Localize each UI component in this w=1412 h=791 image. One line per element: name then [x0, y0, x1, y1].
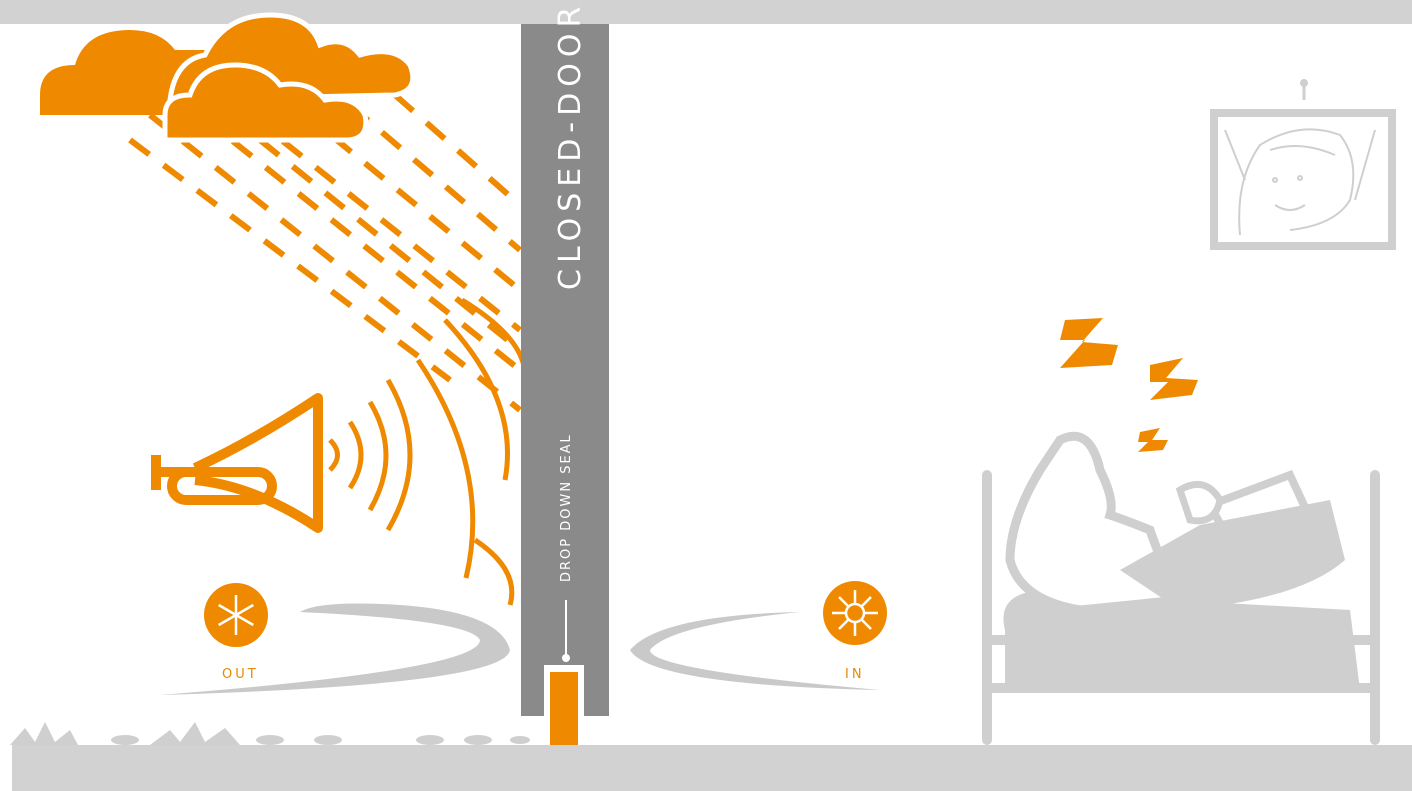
out-label: OUT: [222, 667, 259, 682]
door-title: CLOSED-DOOR: [553, 1, 588, 290]
sleeping-person: [1003, 436, 1360, 690]
in-badge: IN: [823, 581, 887, 682]
floor: [12, 745, 1412, 791]
portrait-frame: [1214, 79, 1392, 246]
sound-waves: [330, 300, 525, 605]
sleep-z-icon: [1060, 318, 1198, 452]
cloud-icon: [40, 15, 413, 140]
seal-label: DROP DOWN SEAL: [559, 433, 574, 582]
door: CLOSED-DOOR DROP DOWN SEAL: [521, 1, 609, 745]
ceiling-strip: [0, 0, 1412, 24]
drop-down-seal: [550, 672, 578, 745]
out-badge: OUT: [204, 583, 268, 682]
in-label: IN: [845, 667, 865, 682]
trumpet-icon: [156, 398, 318, 528]
